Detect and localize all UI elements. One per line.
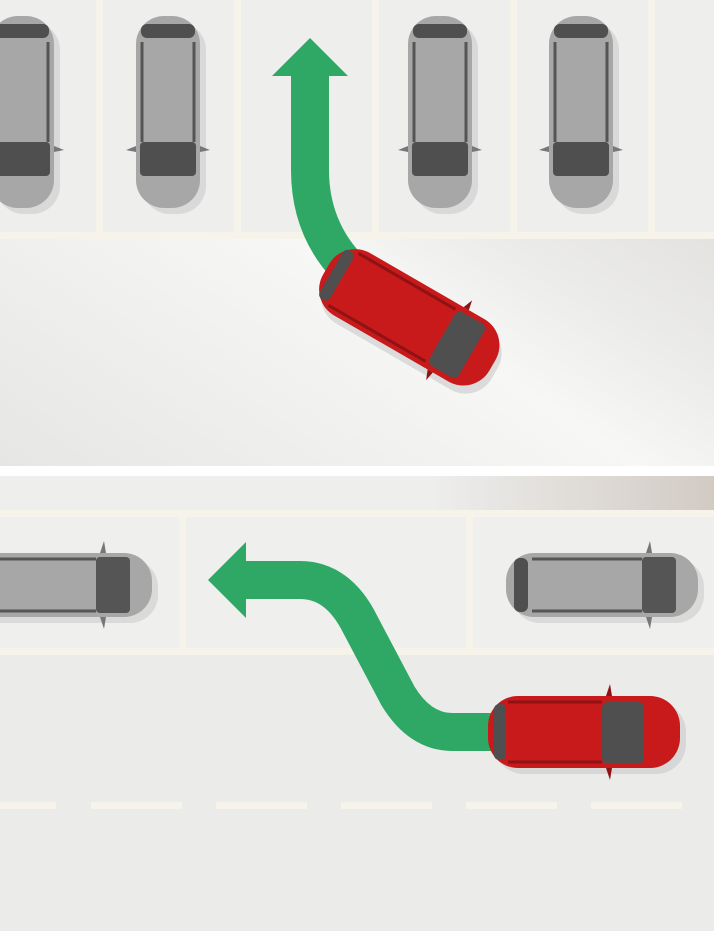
stall-divider bbox=[372, 0, 379, 236]
stall-divider bbox=[648, 0, 655, 236]
stall-divider bbox=[234, 0, 241, 236]
stall-divider bbox=[510, 0, 517, 236]
parallel-parking-illustration bbox=[0, 476, 714, 931]
parked-car-icon bbox=[537, 14, 625, 216]
stall-end-line bbox=[0, 232, 714, 239]
panel-divider bbox=[0, 466, 714, 476]
space-divider bbox=[179, 514, 186, 652]
sidewalk bbox=[0, 476, 714, 512]
exit-path-arrow-icon bbox=[208, 542, 500, 751]
parked-car-icon bbox=[0, 14, 66, 216]
parked-car-icon bbox=[396, 14, 484, 216]
driver-car-icon bbox=[488, 684, 686, 780]
parked-car-icon bbox=[124, 14, 212, 216]
parked-car-icon bbox=[504, 539, 706, 631]
space-divider bbox=[466, 514, 473, 652]
parallel-parking-panel bbox=[0, 476, 714, 931]
stall-divider bbox=[96, 0, 103, 236]
perpendicular-parking-illustration bbox=[0, 0, 714, 466]
curb-line bbox=[0, 510, 714, 517]
perpendicular-parking-panel bbox=[0, 0, 714, 466]
lane-dashed-line bbox=[0, 802, 682, 809]
driver-car-icon bbox=[319, 249, 502, 394]
